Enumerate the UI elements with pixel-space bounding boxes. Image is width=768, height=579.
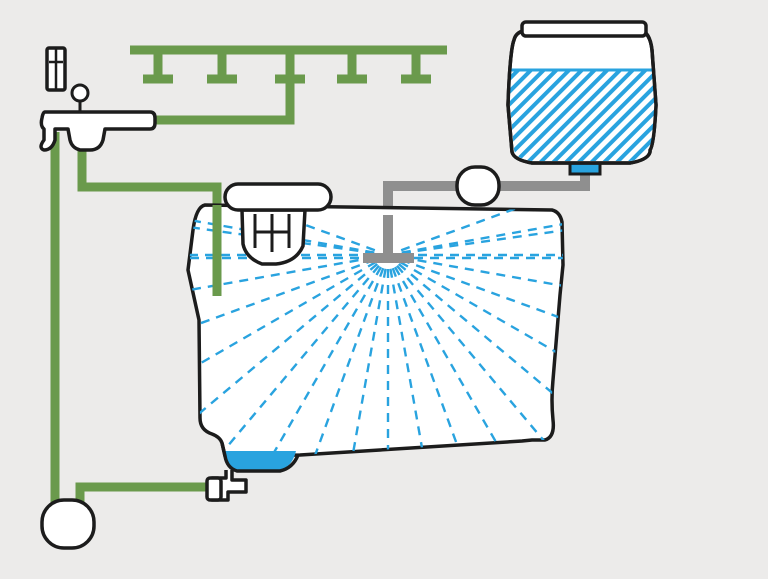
spray-jet bbox=[188, 258, 376, 366]
spray-jet bbox=[389, 268, 445, 456]
spray-jet bbox=[401, 209, 563, 255]
pressure-gauge-icon bbox=[70, 83, 90, 103]
spray-jet bbox=[188, 260, 377, 417]
storage-tank bbox=[186, 203, 565, 473]
spray-jet bbox=[188, 205, 376, 252]
spray-jet bbox=[331, 268, 387, 456]
spray-jet bbox=[396, 264, 563, 456]
recirculation-pump bbox=[40, 498, 96, 550]
spray-jet bbox=[393, 266, 550, 456]
spray-jet bbox=[226, 266, 383, 456]
spray-jet bbox=[397, 263, 563, 456]
spray-jet bbox=[188, 264, 380, 456]
spray-jet bbox=[188, 209, 375, 255]
spray-jet bbox=[401, 256, 563, 312]
drain-return-pipe bbox=[75, 482, 218, 505]
spray-jet bbox=[188, 256, 375, 312]
reservoir-cap bbox=[520, 20, 648, 38]
spray-jet bbox=[188, 205, 375, 254]
spray-jet bbox=[400, 258, 563, 366]
spray-jet bbox=[188, 263, 379, 456]
dosing-pump bbox=[455, 165, 501, 207]
spray-pattern bbox=[188, 205, 563, 456]
spray-jet bbox=[391, 267, 499, 456]
storage-tank-body bbox=[186, 203, 565, 458]
spray-jet bbox=[400, 205, 563, 252]
reservoir-liquid bbox=[510, 70, 655, 161]
spray-jet bbox=[399, 260, 563, 417]
pressure-gauge-valve bbox=[39, 46, 157, 152]
sump-outlet bbox=[220, 442, 300, 473]
inspection-hatch bbox=[223, 182, 333, 266]
water-pipes bbox=[50, 45, 447, 505]
spray-jet bbox=[277, 267, 385, 456]
spray-jet bbox=[401, 205, 563, 254]
residual-water bbox=[225, 451, 296, 470]
hatch-lid bbox=[223, 182, 333, 212]
detergent-reservoir bbox=[506, 20, 658, 176]
drain-tap bbox=[205, 470, 248, 502]
manifold-feed-pipe bbox=[152, 50, 295, 125]
